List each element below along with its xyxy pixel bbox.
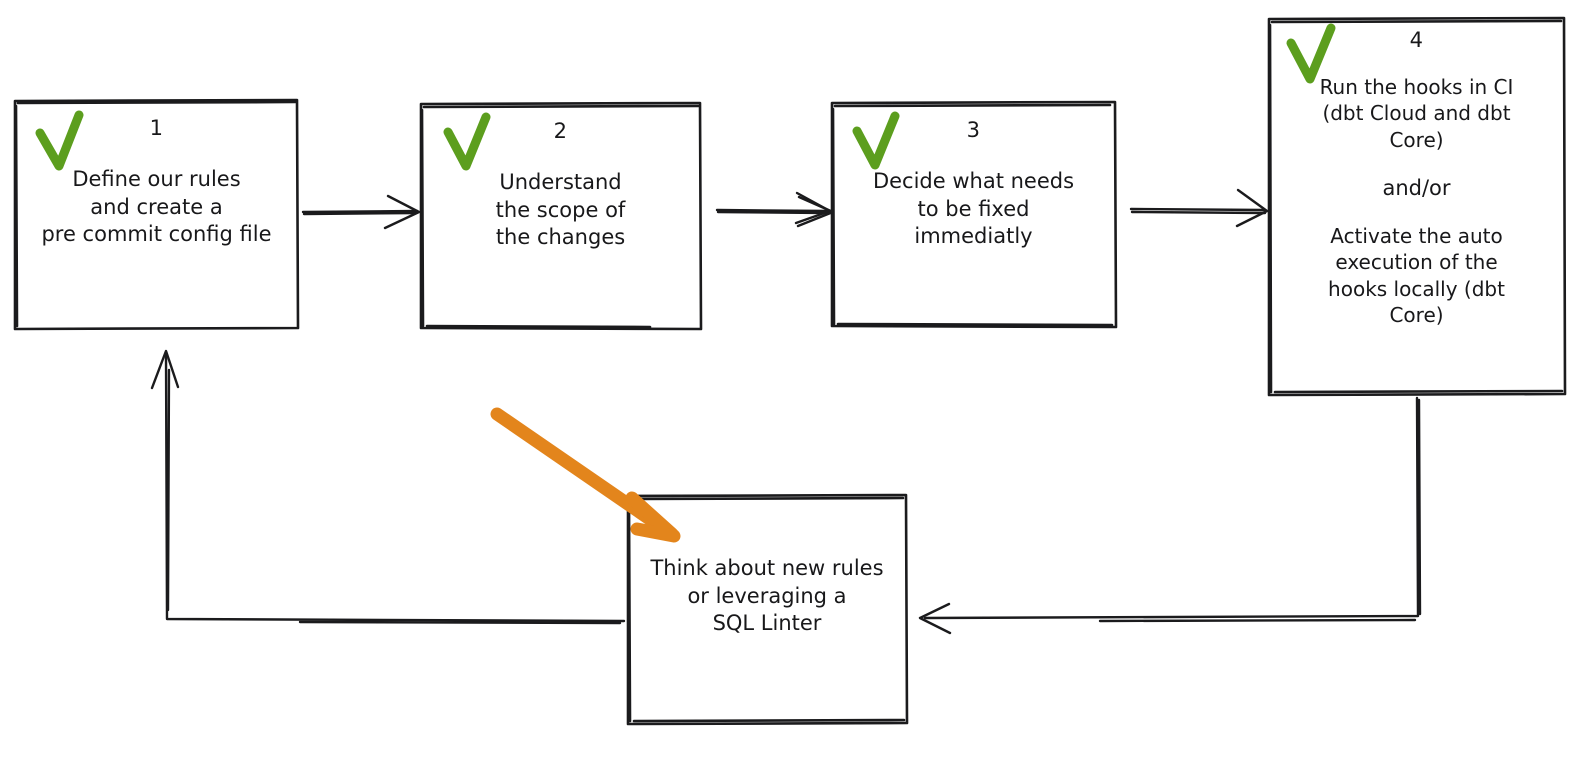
arrow-1-to-2 [301, 194, 421, 230]
check-mark-3 [852, 111, 900, 170]
node-step-2-text: Understand the scope of the changes [495, 170, 626, 250]
node-step-1-text: Define our rules and create a pre commit… [41, 167, 272, 247]
node-step-2[interactable]: 2 Understand the scope of the changes [420, 103, 701, 329]
node-step-4-text-local: Activate the auto execution of the hooks… [1328, 223, 1505, 328]
node-step-1-number: 1 [149, 116, 164, 140]
node-step-1-header: 1 [14, 100, 299, 166]
node-step-2-header: 2 [420, 103, 701, 169]
node-step-1[interactable]: 1 Define our rules and create a pre comm… [14, 100, 299, 329]
arrow-4-to-loop [918, 396, 1422, 635]
check-mark-4 [1286, 23, 1336, 84]
node-step-4-header: 4 [1268, 18, 1565, 74]
arrow-3-to-4 [1129, 188, 1269, 228]
node-step-3-number: 3 [966, 118, 981, 142]
node-step-4-text-ci: Run the hooks in CI (dbt Cloud and dbt C… [1319, 75, 1514, 152]
node-4-border [1267, 16, 1567, 397]
node-step-3-header: 3 [831, 102, 1116, 168]
arrow-2-to-3 [715, 191, 835, 228]
node-loop-header [627, 495, 907, 555]
highlight-arrow [490, 407, 681, 543]
node-step-3-text: Decide what needs to be fixed immediatly [872, 169, 1075, 249]
node-3-border [830, 100, 1118, 329]
check-mark-1 [35, 110, 84, 171]
node-step-4-separator: and/or [1382, 176, 1451, 201]
node-2-border [419, 101, 703, 331]
check-marks-layer [35, 23, 1336, 171]
node-loop-text: Think about new rules or leveraging a SQ… [650, 556, 884, 636]
arrow-loop-to-1 [150, 349, 626, 625]
node-step-4[interactable]: 4 Run the hooks in CI (dbt Cloud and dbt… [1268, 18, 1565, 395]
node-step-4-number: 4 [1409, 28, 1424, 52]
node-5-border [626, 493, 909, 726]
node-loop-new-rules[interactable]: Think about new rules or leveraging a SQ… [627, 495, 907, 724]
node-step-2-number: 2 [553, 119, 568, 143]
check-mark-2 [443, 112, 491, 171]
node-1-border [13, 98, 300, 331]
node-step-3[interactable]: 3 Decide what needs to be fixed immediat… [831, 102, 1116, 327]
